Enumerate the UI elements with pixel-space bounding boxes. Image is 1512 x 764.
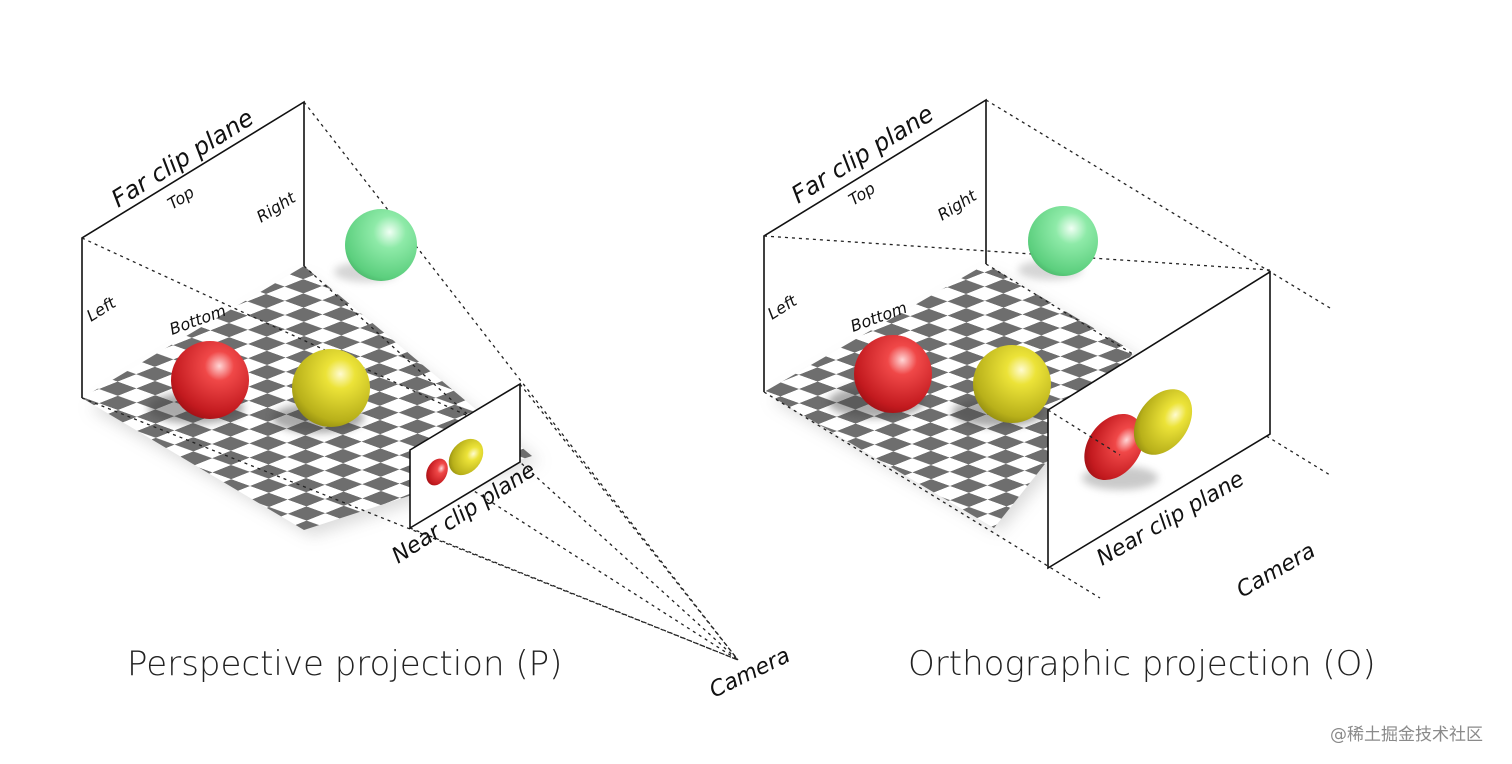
camera-label: Camera	[706, 643, 795, 703]
green-sphere	[1028, 206, 1098, 276]
far-plane-frame	[763, 98, 987, 392]
perspective-caption: Perspective projection (P)	[127, 644, 562, 684]
red-sphere	[854, 335, 932, 413]
yellow-sphere	[973, 345, 1051, 423]
camera-label: Camera	[1233, 538, 1320, 603]
orthographic-diagram: Far clip plane Top Right Left Bottom Nea…	[763, 98, 1376, 684]
yellow-sphere	[292, 349, 370, 427]
near-yellow-sphere	[448, 438, 484, 476]
near-red-sphere	[426, 458, 448, 486]
red-sphere	[171, 341, 249, 419]
right-label: Right	[934, 186, 980, 225]
green-sphere	[345, 209, 417, 281]
checkered-floor	[764, 264, 1134, 528]
near-plane-projection-line	[1047, 409, 1121, 456]
right-label: Right	[253, 188, 299, 227]
projection-lines	[763, 99, 1331, 599]
watermark: @稀土掘金技术社区	[1330, 725, 1483, 745]
near-yellow-sphere	[1133, 389, 1193, 455]
perspective-diagram: Far clip plane Top Right Left Bottom Nea…	[81, 100, 795, 703]
near-red-sphere	[1084, 413, 1144, 481]
far-plane-frame	[81, 100, 305, 398]
left-label: Left	[83, 293, 120, 326]
left-label: Left	[764, 291, 801, 324]
top-label: Top	[164, 183, 198, 214]
orthographic-caption: Orthographic projection (O)	[908, 644, 1376, 684]
